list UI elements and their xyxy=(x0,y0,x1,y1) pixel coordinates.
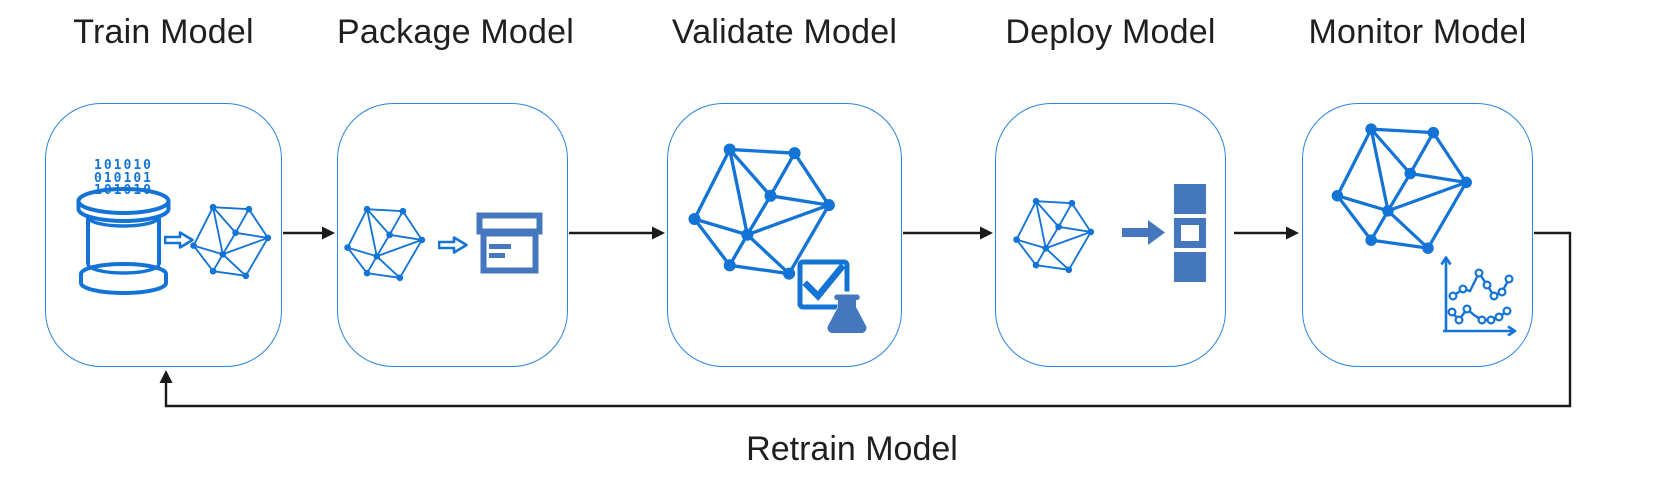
stage-label-deploy: Deploy Model xyxy=(1005,13,1216,51)
solid-arrow-icon xyxy=(1122,220,1165,245)
connector-arrow-package-validate xyxy=(569,226,665,240)
check-square-icon xyxy=(797,259,850,310)
monitor-model-box xyxy=(1302,103,1533,367)
connector-arrow-deploy-monitor xyxy=(1234,226,1299,240)
binary-data-text: 101010 010101 101010 xyxy=(94,158,153,198)
database-cylinder-icon xyxy=(76,187,171,295)
connector-arrow-train-package xyxy=(283,226,335,240)
stage-label-train: Train Model xyxy=(73,13,254,51)
stage-label-package: Package Model xyxy=(337,13,574,51)
package-model-box xyxy=(337,103,568,367)
flask-icon xyxy=(826,291,868,334)
stacked-squares-icon xyxy=(1174,184,1206,282)
network-graph-icon xyxy=(1013,197,1095,274)
hollow-arrow-icon xyxy=(438,236,468,254)
hollow-arrow-icon xyxy=(164,231,194,249)
train-model-box: 101010 010101 101010 xyxy=(45,103,282,367)
archive-box-icon xyxy=(476,212,543,274)
network-graph-icon xyxy=(1331,123,1472,254)
retrain-feedback-arrow xyxy=(159,231,1572,408)
connector-arrow-validate-deploy xyxy=(903,226,993,240)
stage-label-monitor: Monitor Model xyxy=(1308,13,1527,51)
validation-badge xyxy=(797,259,868,334)
network-graph-icon xyxy=(688,143,835,280)
deploy-model-box xyxy=(995,103,1226,367)
retrain-model-label: Retrain Model xyxy=(746,430,958,468)
validate-model-box xyxy=(667,103,902,367)
stage-label-validate: Validate Model xyxy=(671,13,898,51)
line-chart-icon xyxy=(1440,256,1517,336)
network-graph-icon xyxy=(344,205,426,282)
network-graph-icon xyxy=(190,203,272,280)
